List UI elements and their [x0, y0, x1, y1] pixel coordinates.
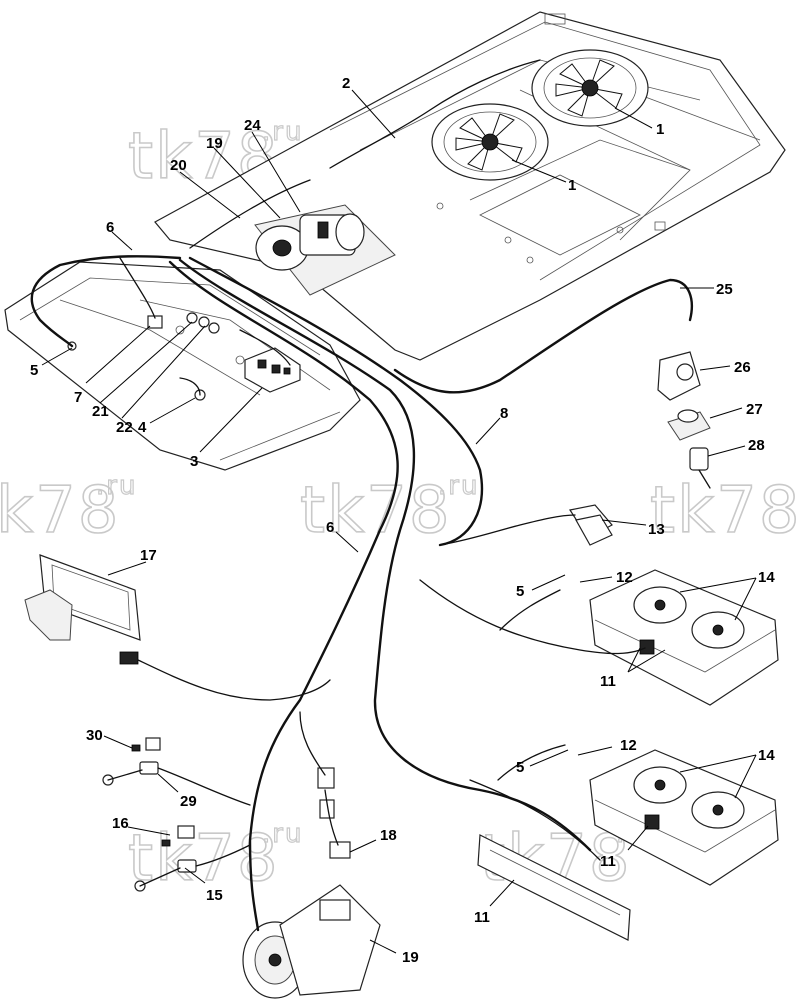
callout-14-lower: 14 [758, 747, 775, 764]
callout-13: 13 [648, 521, 665, 538]
callout-5-heater-upper: 5 [516, 583, 524, 600]
watermark-bottom-left-suffix: .ru [262, 819, 303, 849]
connector-18 [317, 767, 351, 859]
evaporator-small-parts [67, 312, 220, 401]
callout-26: 26 [734, 359, 751, 376]
callout-11-heater-lower: 11 [600, 853, 616, 870]
callout-8: 8 [500, 405, 508, 422]
watermark-mid-center-suffix: .ru [438, 471, 479, 501]
leader-lines [41, 89, 757, 954]
callout-27: 27 [746, 401, 763, 418]
connector-housing-26 [657, 351, 701, 401]
watermark-mid-left-suffix: .ru [96, 471, 137, 501]
callout-29: 29 [180, 793, 197, 810]
callout-labels: 1 1 2 3 4 5 5 5 6 6 7 8 11 11 11 12 12 1… [30, 75, 775, 966]
callout-11-heater-upper: 11 [600, 673, 616, 690]
watermark-mid-right: tk78 [650, 474, 798, 548]
callout-14-upper: 14 [758, 569, 775, 586]
callout-28: 28 [748, 437, 765, 454]
callout-24: 24 [244, 117, 261, 134]
watermark-mid-center: tk78 [300, 474, 452, 548]
callout-4: 4 [138, 419, 147, 436]
callout-1-upper: 1 [656, 121, 664, 138]
callout-7: 7 [74, 389, 82, 406]
condenser-fan-lower [431, 103, 549, 181]
blower-motor-assembly [254, 204, 396, 296]
callout-5-evaporator: 5 [30, 362, 38, 379]
connector-13 [569, 504, 613, 546]
callout-12-lower: 12 [620, 737, 637, 754]
heater-unit-upper [589, 569, 779, 706]
compressor [242, 884, 381, 999]
callout-19-motor: 19 [206, 135, 223, 152]
callout-22: 22 [116, 419, 133, 436]
callout-6-lower: 6 [326, 519, 334, 536]
roof-evaporator-housing [4, 261, 361, 471]
diode-29 [102, 761, 159, 786]
callout-30: 30 [86, 727, 103, 744]
callout-19-compressor: 19 [402, 949, 419, 966]
grommet-27 [667, 409, 711, 441]
heater-unit-lower [589, 749, 779, 886]
callout-18: 18 [380, 827, 397, 844]
control-panel [24, 554, 141, 665]
callout-5-heater-lower: 5 [516, 759, 524, 776]
callout-17: 17 [140, 547, 157, 564]
callout-21: 21 [92, 403, 109, 420]
switch-sensor-28 [689, 447, 711, 489]
condenser-fan-upper [531, 49, 649, 127]
fuse-holder-30 [131, 737, 161, 752]
callout-15: 15 [206, 887, 223, 904]
mounting-rail [477, 834, 631, 941]
callout-20: 20 [170, 157, 187, 174]
wiring-harness [30, 59, 693, 932]
callout-11-rail: 11 [474, 909, 490, 926]
watermark-top-left-suffix: .ru [262, 117, 303, 147]
callout-3: 3 [190, 453, 198, 470]
fuse-holder-16 [161, 825, 195, 847]
callout-16: 16 [112, 815, 129, 832]
callout-25: 25 [716, 281, 733, 298]
callout-6-upper: 6 [106, 219, 114, 236]
watermark-bottom-left: tk78 [128, 822, 280, 896]
callout-2: 2 [342, 75, 350, 92]
callout-12-upper: 12 [616, 569, 633, 586]
relay-box [244, 347, 301, 393]
callout-1-lower: 1 [568, 177, 576, 194]
watermark-mid-left: k78 [0, 474, 121, 548]
